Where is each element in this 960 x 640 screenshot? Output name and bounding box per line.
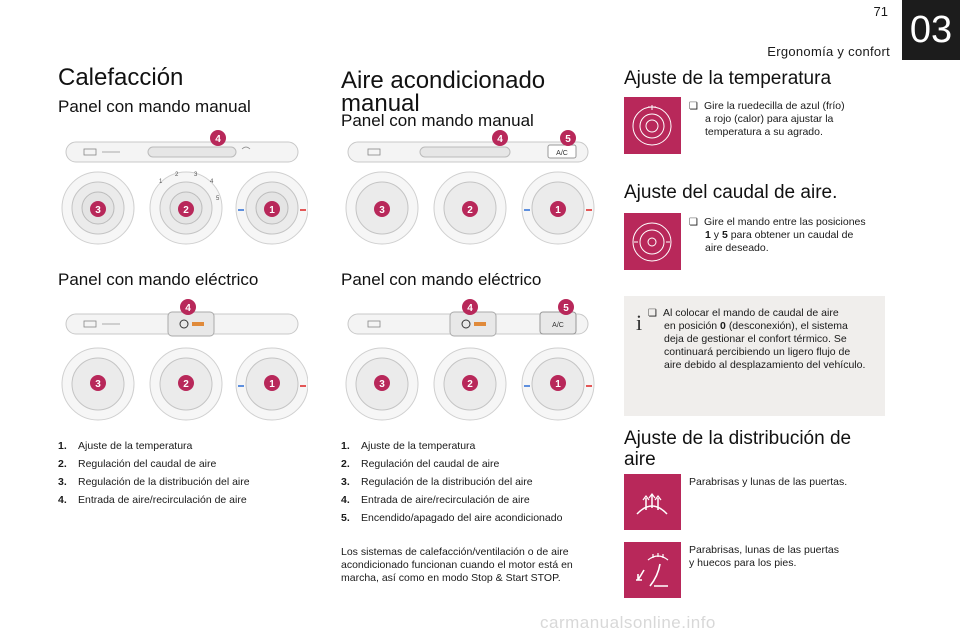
svg-text:2: 2	[175, 172, 179, 178]
ac-legend: 1.Ajuste de la temperatura 2.Regulación …	[341, 437, 562, 527]
svg-text:4: 4	[210, 179, 214, 185]
svg-text:4: 4	[467, 303, 473, 314]
heating-electric-panel: 4 3 2 1	[58, 298, 308, 428]
badge-3: 3	[374, 201, 390, 217]
ac-paragraph: Los sistemas de calefacción/ventilación …	[341, 546, 573, 584]
svg-text:1: 1	[555, 379, 561, 390]
legend-item: 4.Entrada de aire/recirculación de aire	[341, 494, 530, 506]
svg-text:1: 1	[555, 205, 561, 216]
badge-3: 3	[90, 201, 106, 217]
bullet-icon: ❏	[648, 308, 657, 319]
airflow-dial-icon	[624, 213, 681, 270]
legend-item: 1.Ajuste de la temperatura	[58, 440, 193, 452]
svg-text:5: 5	[565, 134, 571, 145]
chapter-number: 03	[902, 0, 960, 60]
badge-1: 1	[264, 375, 280, 391]
svg-text:3: 3	[95, 379, 101, 390]
distribution-item-2: Parabrisas, lunas de las puertas y hueco…	[689, 544, 839, 569]
heating-legend: 1.Ajuste de la temperatura 2.Regulación …	[58, 437, 250, 509]
windscreen-icon	[624, 474, 681, 530]
ac-button[interactable]: A/C	[547, 144, 577, 159]
svg-text:5: 5	[216, 196, 220, 202]
legend-item: 1.Ajuste de la temperatura	[341, 440, 476, 452]
vent-bar	[65, 311, 299, 337]
svg-text:3: 3	[379, 205, 385, 216]
footer-watermark: carmanualsonline.info	[540, 613, 716, 632]
svg-text:A/C: A/C	[552, 322, 564, 329]
heating-manual-title: Panel con mando manual	[58, 97, 251, 116]
heating-manual-panel: 4 3 1 2 3 4 5 2	[58, 128, 308, 246]
ac-manual-panel: A/C 4 5 3 2	[340, 128, 596, 246]
flow-title: Ajuste del caudal de aire.	[624, 182, 838, 203]
badge-4: 4	[462, 299, 478, 315]
badge-1: 1	[550, 201, 566, 217]
svg-text:3: 3	[95, 205, 101, 216]
ac-button[interactable]: A/C	[539, 311, 577, 335]
badge-2: 2	[178, 375, 194, 391]
legend-item: 3.Regulación de la distribución del aire	[58, 476, 250, 488]
svg-text:1: 1	[159, 179, 163, 185]
svg-text:2: 2	[467, 379, 473, 390]
info-icon: i	[636, 310, 643, 335]
svg-text:4: 4	[215, 134, 221, 145]
svg-text:5: 5	[563, 303, 569, 314]
page-number: 71	[873, 4, 888, 19]
badge-1: 1	[264, 201, 280, 217]
badge-5: 5	[558, 299, 574, 315]
distribution-title: Ajuste de la distribución de aire	[624, 428, 852, 470]
chapter-title: Ergonomía y confort	[767, 44, 890, 59]
legend-item: 3.Regulación de la distribución del aire	[341, 476, 533, 488]
badge-4: 4	[180, 299, 196, 315]
svg-text:2: 2	[467, 205, 473, 216]
heating-electric-title: Panel con mando eléctrico	[58, 270, 259, 289]
temp-text: ❏Gire la ruedecilla de azul (frío) a roj…	[689, 100, 845, 138]
svg-text:4: 4	[185, 303, 191, 314]
badge-5: 5	[560, 130, 576, 146]
svg-text:1: 1	[269, 379, 275, 390]
legend-item: 4.Entrada de aire/recirculación de aire	[58, 494, 247, 506]
svg-text:2: 2	[183, 205, 189, 216]
info-box: i ❏Al colocar el mando de caudal de aire…	[624, 296, 885, 416]
badge-1: 1	[550, 375, 566, 391]
bullet-icon: ❏	[689, 101, 698, 112]
temp-title: Ajuste de la temperatura	[624, 68, 832, 89]
badge-2: 2	[462, 201, 478, 217]
svg-text:1: 1	[269, 205, 275, 216]
info-text: ❏Al colocar el mando de caudal de aire e…	[648, 307, 866, 371]
svg-text:A/C: A/C	[556, 150, 568, 157]
badge-2: 2	[178, 201, 194, 217]
legend-item: 5.Encendido/apagado del aire acondiciona…	[341, 512, 563, 524]
ac-title: Aire acondicionado manual	[341, 67, 546, 117]
ac-electric-title: Panel con mando eléctrico	[341, 270, 542, 289]
windscreen-feet-icon	[624, 542, 681, 598]
vent-bar	[65, 141, 299, 163]
svg-text:3: 3	[379, 379, 385, 390]
distribution-item-1: Parabrisas y lunas de las puertas.	[689, 476, 848, 488]
ac-electric-panel: A/C 4 5 3 2	[340, 298, 596, 428]
ac-manual-title: Panel con mando manual	[341, 111, 534, 130]
svg-text:2: 2	[183, 379, 189, 390]
badge-3: 3	[374, 375, 390, 391]
bullet-icon: ❏	[689, 217, 698, 228]
badge-2: 2	[462, 375, 478, 391]
heating-title: Calefacción	[58, 64, 184, 91]
badge-3: 3	[90, 375, 106, 391]
temperature-dial-icon	[624, 97, 681, 154]
flow-text: ❏Gire el mando entre las posiciones 1 y …	[689, 216, 866, 254]
badge-4: 4	[210, 130, 226, 146]
svg-text:3: 3	[194, 172, 198, 178]
legend-item: 2.Regulación del caudal de aire	[58, 458, 217, 470]
legend-item: 2.Regulación del caudal de aire	[341, 458, 500, 470]
svg-text:4: 4	[497, 134, 503, 145]
badge-4: 4	[492, 130, 508, 146]
